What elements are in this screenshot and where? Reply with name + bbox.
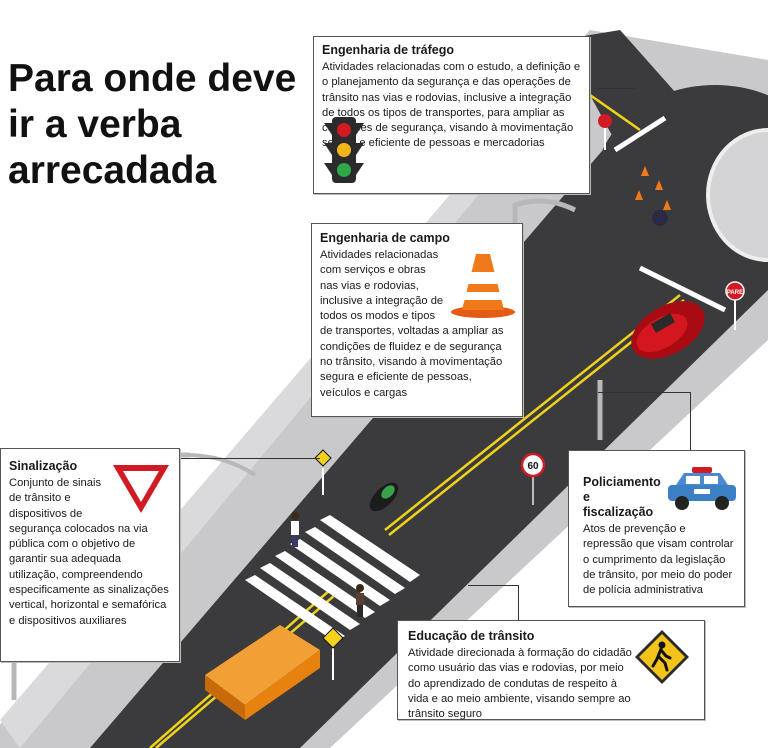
stop-sign-small xyxy=(598,114,612,150)
motorcycle xyxy=(369,482,399,512)
leader-line xyxy=(598,392,691,451)
stop-sign: PARE xyxy=(725,281,745,330)
warning-sign xyxy=(314,449,332,495)
roundabout-island xyxy=(706,128,768,262)
leader-line xyxy=(180,458,320,459)
card-title: Engenharia de campo xyxy=(320,231,450,245)
street-lamp xyxy=(512,198,577,300)
speed-limit-sign: 60 xyxy=(520,452,546,505)
police-car-icon xyxy=(666,465,738,511)
page-title: Para onde deve ir a verba arrecadada xyxy=(8,57,297,192)
card-text: Atos de prevenção e repressão que visam … xyxy=(583,523,734,597)
lane-line xyxy=(384,294,681,531)
card-text: Atividades relacionadas com o estudo, a … xyxy=(322,61,581,150)
card-sinalizacao: Sinalização Conjunto de sinais de trânsi… xyxy=(0,448,180,662)
traffic-light-icon xyxy=(322,115,366,187)
leader-line xyxy=(595,88,635,89)
red-car xyxy=(631,301,705,359)
stop-line xyxy=(613,115,667,153)
card-title: Educação de trânsito xyxy=(408,629,535,643)
traffic-cones xyxy=(635,166,671,210)
card-educacao: Educação de trânsito Atividade direciona… xyxy=(397,620,705,720)
card-text: Atividades relacionadas com serviços e o… xyxy=(320,249,504,399)
traffic-cone-icon xyxy=(448,250,518,320)
card-title: Policiamento e fiscalização xyxy=(583,475,661,519)
stop-line xyxy=(638,265,727,313)
card-engenharia-trafego: Engenharia de tráfego Atividades relacio… xyxy=(313,36,590,194)
lane-line xyxy=(589,93,641,132)
orange-truck xyxy=(205,625,320,720)
card-text: Atividade direcionada à formação do cida… xyxy=(408,647,632,721)
pedestrian xyxy=(356,584,364,617)
road xyxy=(90,130,768,748)
yield-sign-icon xyxy=(109,459,173,515)
card-text: Conjunto de sinais de trânsito e disposi… xyxy=(9,477,169,627)
pedestrian-sign-icon xyxy=(634,629,690,685)
pedestrian-crossing-sign xyxy=(322,627,344,680)
crosswalk xyxy=(245,515,420,642)
svg-text:60: 60 xyxy=(527,461,539,472)
street-lamp xyxy=(184,453,257,477)
pedestrian xyxy=(291,512,299,547)
construction-hole xyxy=(652,210,668,226)
card-engenharia-campo: Engenharia de campo Atividades relaciona… xyxy=(311,223,523,417)
card-policiamento: Policiamento e fiscalização Atos de prev… xyxy=(568,450,745,607)
card-title: Engenharia de tráfego xyxy=(322,43,454,57)
svg-text:PARE: PARE xyxy=(727,290,743,296)
card-title: Sinalização xyxy=(9,459,78,473)
leader-line xyxy=(468,585,519,621)
